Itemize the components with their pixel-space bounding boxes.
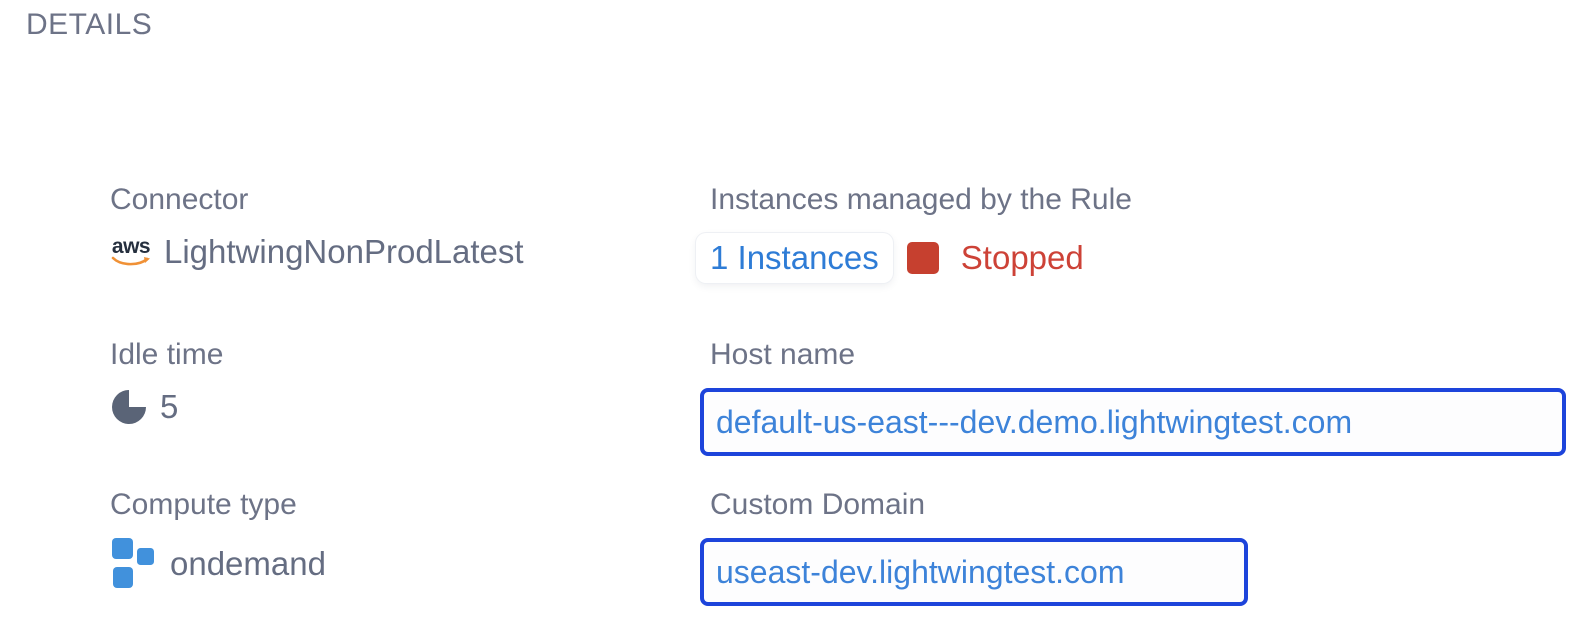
host-name-value: default-us-east---dev.demo.lightwingtest…: [716, 403, 1353, 440]
host-name-label: Host name: [710, 338, 856, 371]
aws-logo-text: aws: [111, 235, 151, 258]
instances-label: Instances managed by the Rule: [710, 183, 1132, 216]
connector-label: Connector: [110, 183, 249, 216]
connector-value: LightwingNonProdLatest: [164, 233, 524, 270]
compute-type-value: ondemand: [170, 545, 326, 582]
aws-logo-icon: aws: [110, 236, 152, 268]
instances-count-link[interactable]: 1 Instances: [696, 233, 893, 283]
stopped-status-square-icon: [906, 242, 939, 274]
instances-status: Stopped: [960, 239, 1084, 276]
idle-time-label: Idle time: [110, 338, 224, 371]
compute-type-label: Compute type: [110, 488, 297, 521]
section-title: DETAILS: [26, 8, 153, 41]
field-custom-domain: Custom Domain useast-dev.lightwingtest.c…: [700, 488, 1248, 606]
field-instances: Instances managed by the Rule 1 Instance…: [696, 183, 1132, 283]
custom-domain-value: useast-dev.lightwingtest.com: [716, 553, 1125, 590]
compute-blocks-icon: [110, 538, 158, 590]
field-host-name: Host name default-us-east---dev.demo.lig…: [700, 338, 1566, 456]
custom-domain-value-box[interactable]: useast-dev.lightwingtest.com: [700, 538, 1248, 606]
field-idle-time: Idle time 5: [110, 338, 223, 426]
field-connector: Connector aws LightwingNonProdLatest: [110, 183, 524, 271]
idle-time-value: 5: [160, 388, 179, 425]
custom-domain-label: Custom Domain: [710, 488, 926, 521]
field-compute-type: Compute type ondemand: [110, 488, 326, 590]
host-name-value-box[interactable]: default-us-east---dev.demo.lightwingtest…: [700, 388, 1566, 456]
pie-chart-icon: [110, 388, 148, 426]
